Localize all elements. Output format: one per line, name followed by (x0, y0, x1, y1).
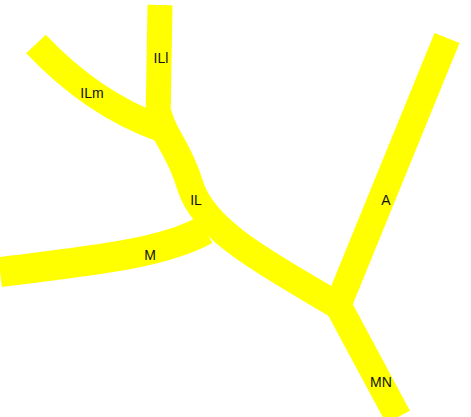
ill-branch (158, 5, 160, 125)
m-branch (0, 230, 205, 272)
main-trunk-branch (338, 38, 447, 417)
branch-label: ILm (80, 86, 103, 100)
branch-label: MN (370, 375, 392, 389)
branch-label: A (381, 193, 390, 207)
branch-label: ILl (154, 51, 169, 65)
branch-label: IL (190, 193, 202, 207)
branch-label: M (144, 248, 156, 262)
il-branch (158, 112, 345, 310)
ilm-branch (36, 44, 160, 128)
